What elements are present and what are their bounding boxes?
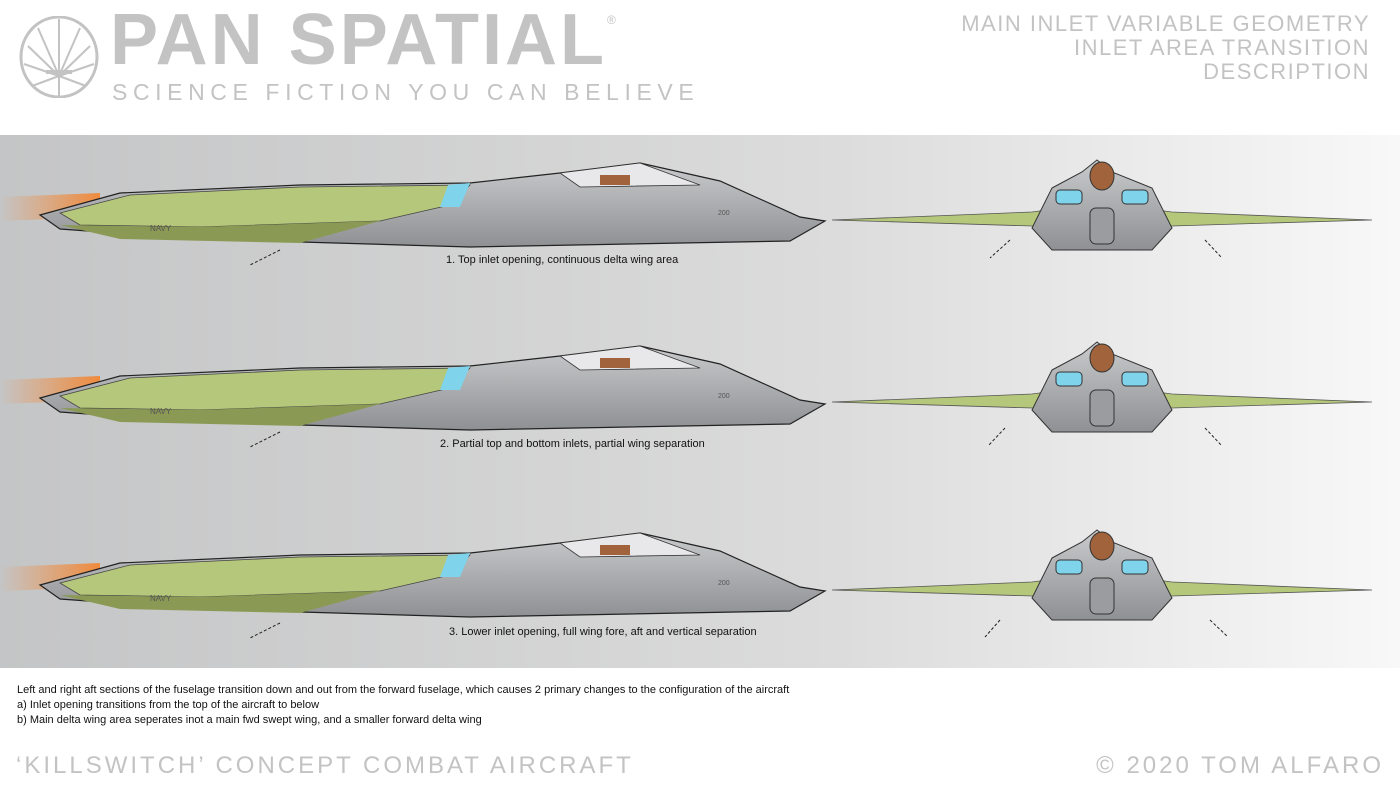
front-view-config-2: [832, 342, 1372, 432]
side-view-config-1: 200 NAVY: [0, 163, 825, 247]
illustration-panel: 200 NAVY 200 NAVY 200 NAVY: [0, 135, 1400, 668]
navy-tail-marking: NAVY: [150, 224, 172, 233]
title-line: DESCRIPTION: [1203, 59, 1370, 84]
navy-tail-marking: NAVY: [150, 407, 172, 416]
aircraft-illustrations: 200 NAVY 200 NAVY 200 NAVY: [0, 135, 1400, 639]
config-1-caption: 1. Top inlet opening, continuous delta w…: [446, 254, 679, 266]
title-line: INLET AREA TRANSITION: [1074, 35, 1370, 60]
note-line: a) Inlet opening transitions from the to…: [17, 699, 320, 711]
side-view-config-3: 200 NAVY: [0, 533, 825, 617]
side-number-marking: 200: [718, 393, 730, 400]
footer-copyright: © 2020 TOM ALFARO: [1096, 752, 1384, 779]
note-line: b) Main delta wing area seperates inot a…: [17, 714, 482, 726]
note-line: Left and right aft sections of the fusel…: [17, 684, 790, 696]
motion-arrows: [249, 239, 1229, 639]
brand-tagline: SCIENCE FICTION YOU CAN BELIEVE: [112, 79, 700, 105]
config-2-caption: 2. Partial top and bottom inlets, partia…: [440, 438, 705, 450]
navy-tail-marking: NAVY: [150, 594, 172, 603]
front-view-config-3: [832, 530, 1372, 620]
front-view-config-1: [832, 160, 1372, 250]
footer-project-title: ‘KILLSWITCH’ CONCEPT COMBAT AIRCRAFT: [16, 752, 634, 779]
sheet-title: MAIN INLET VARIABLE GEOMETRY INLET AREA …: [961, 12, 1370, 84]
side-view-config-2: 200 NAVY: [0, 346, 825, 430]
config-3-caption: 3. Lower inlet opening, full wing fore, …: [449, 626, 757, 638]
title-line: MAIN INLET VARIABLE GEOMETRY: [961, 11, 1370, 36]
side-number-marking: 200: [718, 580, 730, 587]
brand-name: PAN SPATIAL®: [110, 0, 619, 80]
side-number-marking: 200: [718, 210, 730, 217]
pan-spatial-logo-icon: [19, 16, 99, 98]
description-notes: Left and right aft sections of the fusel…: [17, 683, 789, 728]
